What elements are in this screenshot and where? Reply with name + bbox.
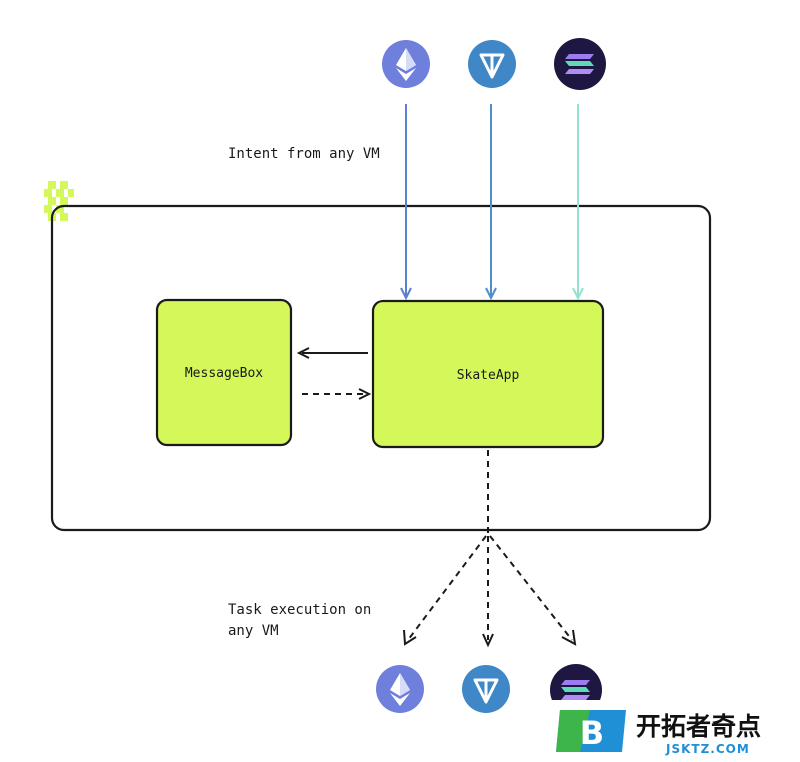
watermark-title: 开拓者奇点 bbox=[636, 712, 761, 741]
arrow-solana-in bbox=[572, 104, 584, 301]
skateapp-label: SkateApp bbox=[457, 368, 520, 383]
skate-container bbox=[50, 204, 712, 532]
ton-icon-top bbox=[468, 40, 516, 88]
ton-icon-bottom bbox=[462, 665, 510, 713]
ethereum-icon-bottom bbox=[376, 665, 424, 713]
watermark-logo-icon: B bbox=[556, 710, 626, 752]
arrow-out-ethereum bbox=[403, 535, 487, 646]
task-label-line1: Task execution on bbox=[228, 602, 371, 618]
intent-label: Intent from any VM bbox=[228, 146, 380, 162]
watermark-url: JSKTZ.COM bbox=[665, 742, 750, 756]
ethereum-icon-top bbox=[382, 40, 430, 88]
arrow-ton-in bbox=[485, 104, 497, 301]
arrow-ethereum-in bbox=[400, 104, 412, 301]
task-label-line2: any VM bbox=[228, 623, 279, 639]
solana-icon-top bbox=[554, 38, 606, 90]
watermark: B 开拓者奇点 JSKTZ.COM bbox=[548, 700, 800, 762]
arrow-out-ton bbox=[482, 536, 494, 648]
skate-logo-icon bbox=[44, 181, 74, 221]
messagebox-label: MessageBox bbox=[185, 366, 263, 381]
messagebox-node: MessageBox bbox=[155, 298, 293, 447]
arrow-out-solana bbox=[489, 535, 577, 646]
skateapp-node: SkateApp bbox=[371, 299, 605, 449]
watermark-logo-letter: B bbox=[580, 714, 604, 752]
arrow-messagebox-to-skateapp bbox=[302, 388, 372, 400]
arrow-skateapp-to-messagebox bbox=[296, 347, 368, 359]
